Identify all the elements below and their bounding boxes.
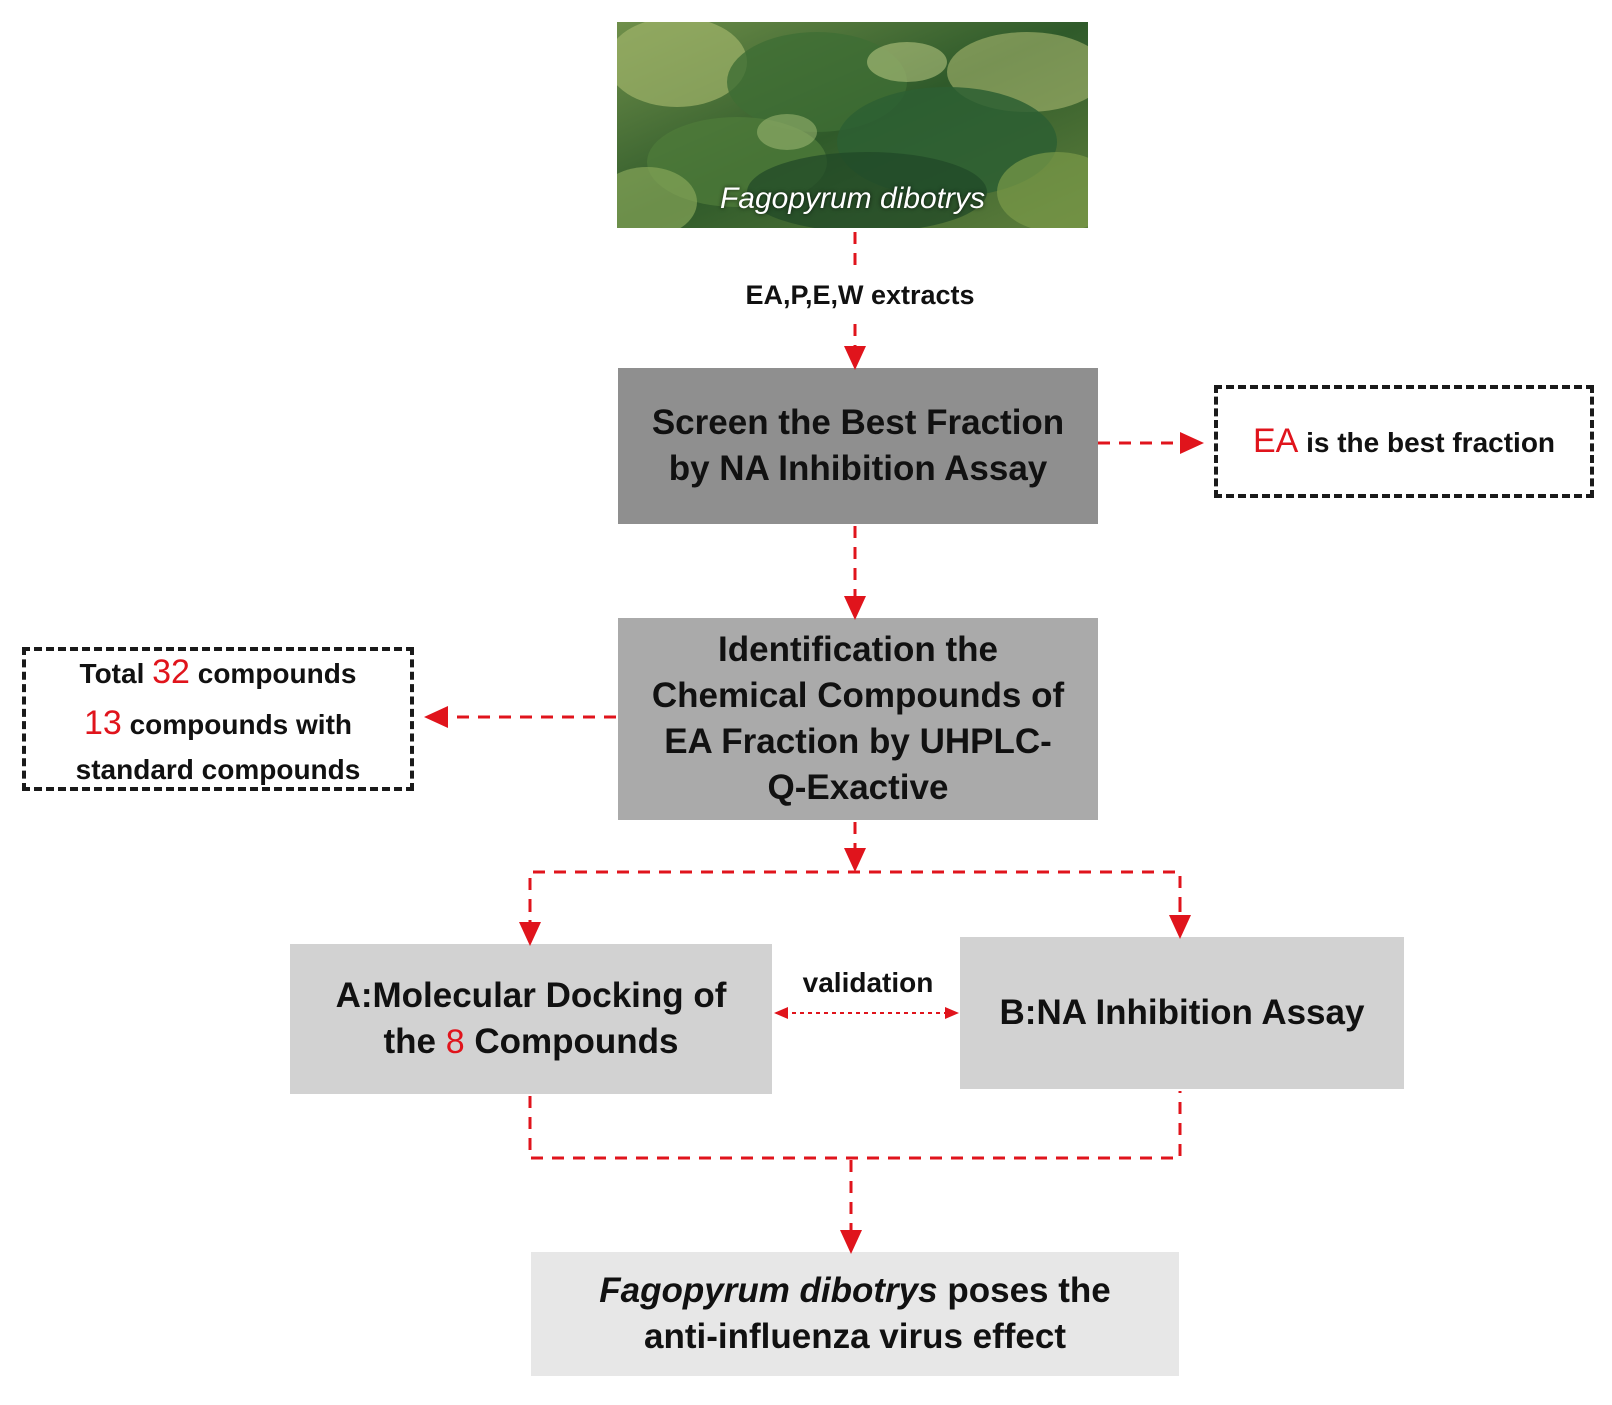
standard-line3: standard compounds bbox=[75, 754, 361, 785]
screen-fraction-line1: Screen the Best Fraction bbox=[651, 402, 1065, 442]
validation-label: validation bbox=[802, 967, 934, 998]
conclusion-italic: Fagopyrum dibotrys bbox=[599, 1270, 938, 1310]
conclusion-rest: poses the bbox=[947, 1270, 1111, 1310]
foliage-image bbox=[617, 22, 1088, 228]
na-inhibition-box: B:NA Inhibition Assay bbox=[960, 937, 1404, 1089]
molecular-docking-suffix: Compounds bbox=[474, 1022, 679, 1061]
merge-connector bbox=[528, 1091, 1182, 1160]
identification-line4: Q-Exactive bbox=[767, 768, 949, 808]
screen-fraction-box: Screen the Best Fraction by NA Inhibitio… bbox=[618, 368, 1098, 524]
standard-suffix: compounds with bbox=[129, 709, 353, 740]
screen-fraction-line2: by NA Inhibition Assay bbox=[668, 449, 1048, 488]
extracts-label: EA,P,E,W extracts bbox=[745, 280, 975, 310]
identification-line1: Identification the bbox=[718, 629, 998, 669]
best-fraction-highlight: EA bbox=[1252, 422, 1299, 461]
molecular-docking-box: A:Molecular Docking of the 8 Compounds bbox=[290, 944, 772, 1094]
total-prefix: Total bbox=[79, 658, 145, 689]
total-count: 32 bbox=[152, 653, 190, 691]
conclusion-line2: anti-influenza virus effect bbox=[643, 1317, 1067, 1356]
identification-line3: EA Fraction by UHPLC- bbox=[664, 722, 1052, 761]
split-connector bbox=[528, 870, 1182, 932]
photo-caption: Fagopyrum dibotrys bbox=[719, 182, 986, 215]
conclusion-box: Fagopyrum dibotrys poses the anti-influe… bbox=[531, 1252, 1179, 1376]
identification-box: Identification the Chemical Compounds of… bbox=[618, 618, 1098, 820]
molecular-docking-count: 8 bbox=[445, 1023, 465, 1061]
total-suffix: compounds bbox=[197, 658, 357, 689]
identification-line2: Chemical Compounds of bbox=[651, 675, 1065, 715]
plant-photo: Fagopyrum dibotrys bbox=[617, 22, 1088, 228]
na-inhibition-label: B:NA Inhibition Assay bbox=[999, 992, 1365, 1032]
best-fraction-text: is the best fraction bbox=[1306, 427, 1556, 459]
standard-count: 13 bbox=[83, 704, 122, 742]
best-fraction-note: EA is the best fraction bbox=[1214, 385, 1594, 498]
molecular-docking-line1: A:Molecular Docking of bbox=[335, 975, 727, 1015]
compounds-note: Total 32 compounds 13 compounds with sta… bbox=[22, 647, 414, 791]
molecular-docking-prefix: the bbox=[383, 1022, 436, 1061]
